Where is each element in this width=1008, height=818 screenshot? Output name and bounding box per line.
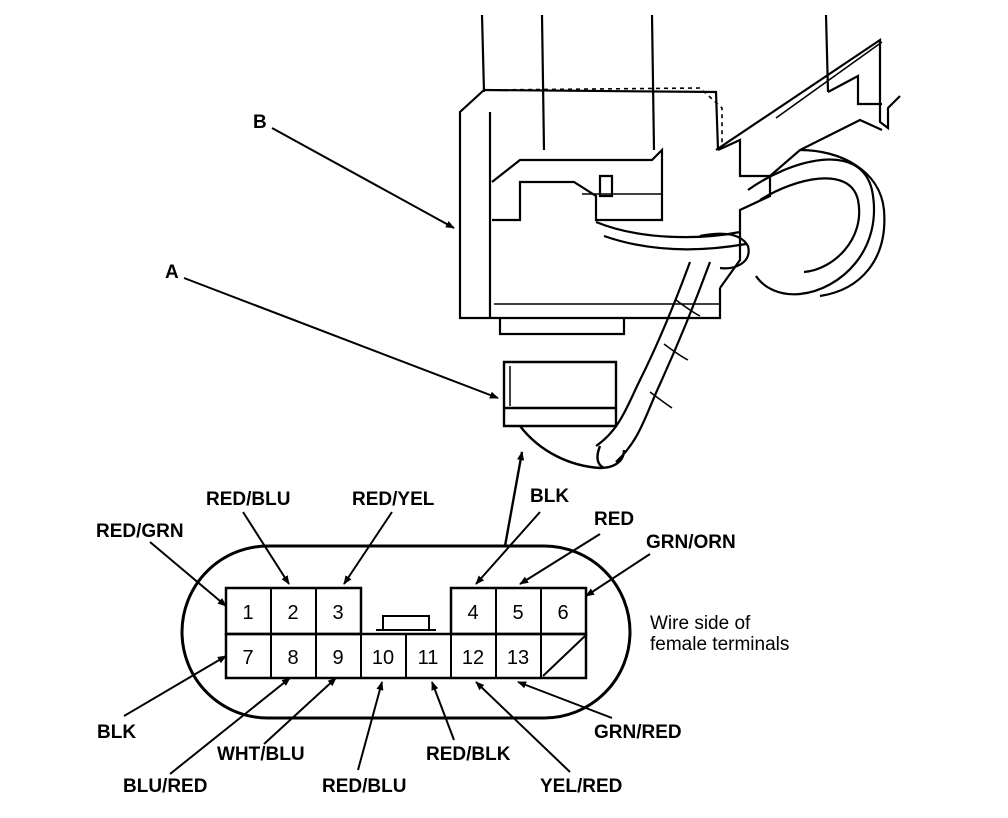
pin-7: 7 <box>242 647 253 669</box>
pin-10: 10 <box>372 647 394 669</box>
wire-label-yel-red: YEL/RED <box>540 776 622 797</box>
pin-1: 1 <box>242 602 253 624</box>
wire-label-grn-red: GRN/RED <box>594 722 682 743</box>
pin-13: 13 <box>507 647 529 669</box>
callout-b: B <box>253 112 267 133</box>
wire-label-red-grn: RED/GRN <box>96 521 184 542</box>
connector-a-drawing <box>502 360 626 470</box>
pin-11: 11 <box>418 647 439 669</box>
pin-4: 4 <box>467 602 478 624</box>
wire-label-red-blk: RED/BLK <box>426 744 511 765</box>
pin-5: 5 <box>512 602 523 624</box>
wire-label-blu-red: BLU/RED <box>123 776 207 797</box>
wire-label-red-blu-top: RED/BLU <box>206 489 290 510</box>
wire-label-blk-top: BLK <box>530 486 569 507</box>
wire-label-wht-blu: WHT/BLU <box>217 744 305 765</box>
callout-arrows <box>183 127 525 547</box>
wire-leader-arrows <box>123 511 651 775</box>
connector-face <box>180 544 632 720</box>
wire-label-red-blu-bottom: RED/BLU <box>322 776 406 797</box>
pin-9: 9 <box>332 647 343 669</box>
wire-label-red: RED <box>594 509 634 530</box>
wire-label-blk-bottom: BLK <box>97 722 136 743</box>
pin-8: 8 <box>287 647 298 669</box>
caption-line-1: Wire side of <box>650 613 751 634</box>
pin-3: 3 <box>332 602 343 624</box>
wire-label-red-yel: RED/YEL <box>352 489 435 510</box>
pin-2: 2 <box>287 602 298 624</box>
wire-label-grn-orn: GRN/ORN <box>646 532 736 553</box>
pin-12: 12 <box>462 647 484 669</box>
caption-line-2: female terminals <box>650 634 789 655</box>
unit-b-drawing <box>458 14 901 463</box>
callout-a: A <box>165 262 179 283</box>
pin-6: 6 <box>557 602 568 624</box>
